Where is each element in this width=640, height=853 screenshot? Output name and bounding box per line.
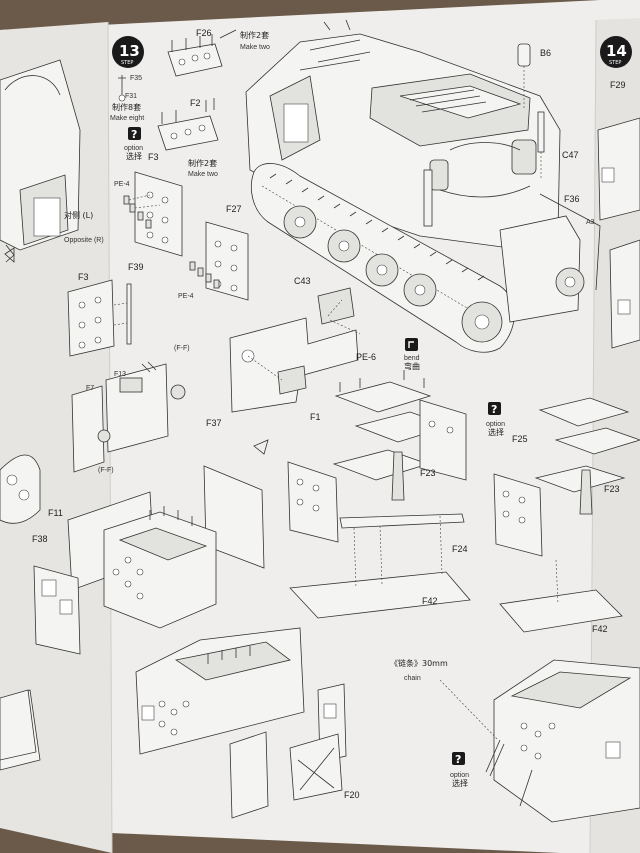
label-f42-right: F42 xyxy=(592,624,608,634)
option-mark-1: ? xyxy=(131,128,137,141)
f35-f31-parts xyxy=(118,75,126,102)
note-bend-cn: 弯曲 xyxy=(404,361,420,371)
label-f42-center: F42 xyxy=(422,596,438,606)
label-f39: F39 xyxy=(128,262,144,272)
pe6-bend-group xyxy=(229,287,361,413)
f20-box-group xyxy=(135,627,347,819)
note-option-en-1: option xyxy=(124,145,143,152)
bend-icon xyxy=(405,338,418,351)
label-a3: A3 xyxy=(586,219,595,226)
label-c43: C43 xyxy=(294,276,311,286)
note-opposite-cn: 对侧 (L) xyxy=(64,210,93,220)
label-pe4-bottom: PE-4 xyxy=(178,293,194,300)
option-mark-3: ? xyxy=(455,753,461,766)
f2-plate-group xyxy=(157,98,219,151)
note-option-cn-3: 选择 xyxy=(452,778,468,788)
label-f38: F38 xyxy=(32,534,48,544)
label-f11: F11 xyxy=(48,508,63,518)
label-f25: F25 xyxy=(512,434,528,444)
note-make-eight-cn: 制作8套 xyxy=(112,102,141,112)
label-f23-right: F23 xyxy=(604,484,620,494)
f3-plate-pe4-group xyxy=(123,171,183,257)
arrow-indicator-2 xyxy=(4,247,15,263)
vehicle-track-assembly xyxy=(251,163,601,353)
label-f26: F26 xyxy=(196,28,212,38)
label-f20: F20 xyxy=(344,790,360,800)
note-chain-cn: 《链条》30mm xyxy=(390,658,448,668)
arrow-indicator-1 xyxy=(253,439,269,455)
label-f27: F27 xyxy=(226,204,242,214)
note-option-en-2: option xyxy=(486,421,505,428)
f37-f11-f38-box-group xyxy=(33,465,265,655)
note-make-two-en-2: Make two xyxy=(188,171,218,178)
label-f35: F35 xyxy=(130,75,142,82)
f3-f39-group xyxy=(67,279,132,357)
label-f31: F31 xyxy=(125,93,137,100)
f26-plate-group xyxy=(167,29,237,77)
chain-box-group xyxy=(439,659,640,823)
label-ff-bottom: (F-F) xyxy=(98,467,114,474)
label-f23-center: F23 xyxy=(420,468,436,478)
left-bottom-part xyxy=(0,689,37,761)
note-make-eight-en: Make eight xyxy=(110,115,144,122)
note-make-two-en: Make two xyxy=(240,44,270,51)
option-mark-2: ? xyxy=(491,403,497,416)
note-make-two-cn: 制作2套 xyxy=(240,30,269,40)
step-13-word: STEP xyxy=(121,60,133,66)
note-opposite-en: Opposite (R) xyxy=(64,237,104,244)
shell-rack-right-group xyxy=(493,397,640,633)
label-f13: F13 xyxy=(114,371,126,378)
label-f3-mid: F3 xyxy=(78,272,89,282)
label-pe6: PE-6 xyxy=(356,352,376,362)
step-14-badge: 14 STEP xyxy=(600,36,632,68)
label-f29: F29 xyxy=(610,80,626,90)
step-14-word: STEP xyxy=(609,60,621,66)
label-f1: F1 xyxy=(310,412,321,422)
step-14-number: 14 xyxy=(606,42,627,60)
right-page-assembly xyxy=(597,117,640,349)
step-13-number: 13 xyxy=(119,42,140,60)
note-option-cn-1: 选择 xyxy=(126,151,142,161)
label-f2: F2 xyxy=(190,98,201,108)
label-c47: C47 xyxy=(562,150,579,160)
label-f7: F7 xyxy=(86,385,94,392)
option-icon-bottom: ? xyxy=(452,752,465,766)
shell-rack-center-group xyxy=(287,370,471,619)
step-13-badge: 13 STEP xyxy=(112,36,144,68)
note-option-en-3: option xyxy=(450,772,469,779)
note-bend-en: bend xyxy=(404,355,420,362)
label-ff-top: (F-F) xyxy=(174,345,190,352)
note-option-cn-2: 选择 xyxy=(488,427,504,437)
label-f3-top: F3 xyxy=(148,152,159,162)
note-make-two-cn-2: 制作2套 xyxy=(188,158,217,168)
label-f37: F37 xyxy=(206,418,222,428)
label-pe4-top: PE-4 xyxy=(114,181,130,188)
f27-plate-pe4-group xyxy=(189,221,249,301)
option-icon-step14: ? xyxy=(488,402,501,416)
option-icon-step13: ? xyxy=(128,127,141,141)
label-f36: F36 xyxy=(564,194,580,204)
label-f24: F24 xyxy=(452,544,468,554)
label-b6: B6 xyxy=(540,48,551,58)
note-chain-en: chain xyxy=(404,675,421,682)
f7-f13-door-group xyxy=(71,361,186,473)
